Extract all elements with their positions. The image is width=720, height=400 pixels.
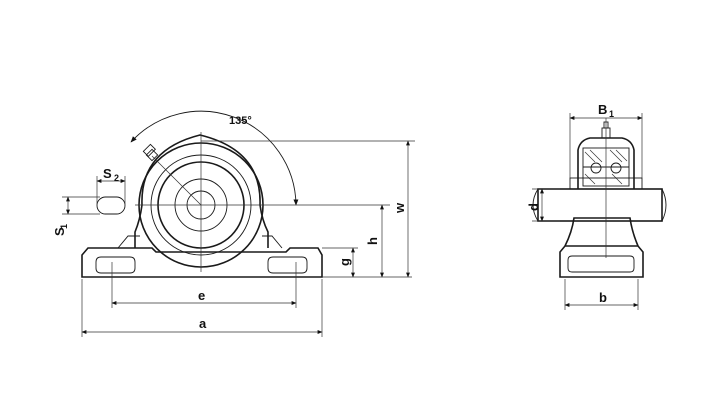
e-label: e [198, 288, 205, 303]
side-view: B 1 d b [526, 102, 667, 310]
angle-label: 135° [229, 115, 252, 127]
left-slot-recess [95, 256, 136, 274]
h-label: h [365, 237, 380, 245]
right-slot-recess [267, 256, 308, 274]
d-label: d [526, 203, 541, 211]
s2-sub: 2 [114, 173, 119, 183]
shaft-right-end [661, 188, 667, 222]
base-plate [81, 247, 323, 278]
a-label: a [199, 316, 207, 331]
s1-sub: 1 [59, 224, 69, 229]
ball-left [590, 162, 602, 174]
angle-arc [130, 110, 299, 206]
b-label: b [599, 290, 607, 305]
ball-right [610, 162, 622, 174]
shaft [537, 188, 663, 222]
s1-label: S [52, 227, 67, 236]
housing-body [134, 134, 269, 248]
g-label: g [337, 258, 352, 266]
side-pedestal [564, 217, 639, 247]
shaft-left-end [532, 188, 539, 222]
grease-fitting-icon [142, 143, 159, 162]
front-view: 135° S 2 S 1 e a g h w [52, 110, 415, 337]
b1-sub: 1 [609, 109, 614, 119]
mounting-slot [96, 196, 126, 215]
side-base-recess [567, 255, 635, 273]
w-label: w [392, 202, 407, 214]
right-foot-shoulder [262, 235, 283, 249]
left-foot-shoulder [117, 235, 140, 249]
section-hatch [584, 149, 628, 185]
b1-label: B [598, 102, 607, 117]
s2-label: S [103, 166, 112, 181]
